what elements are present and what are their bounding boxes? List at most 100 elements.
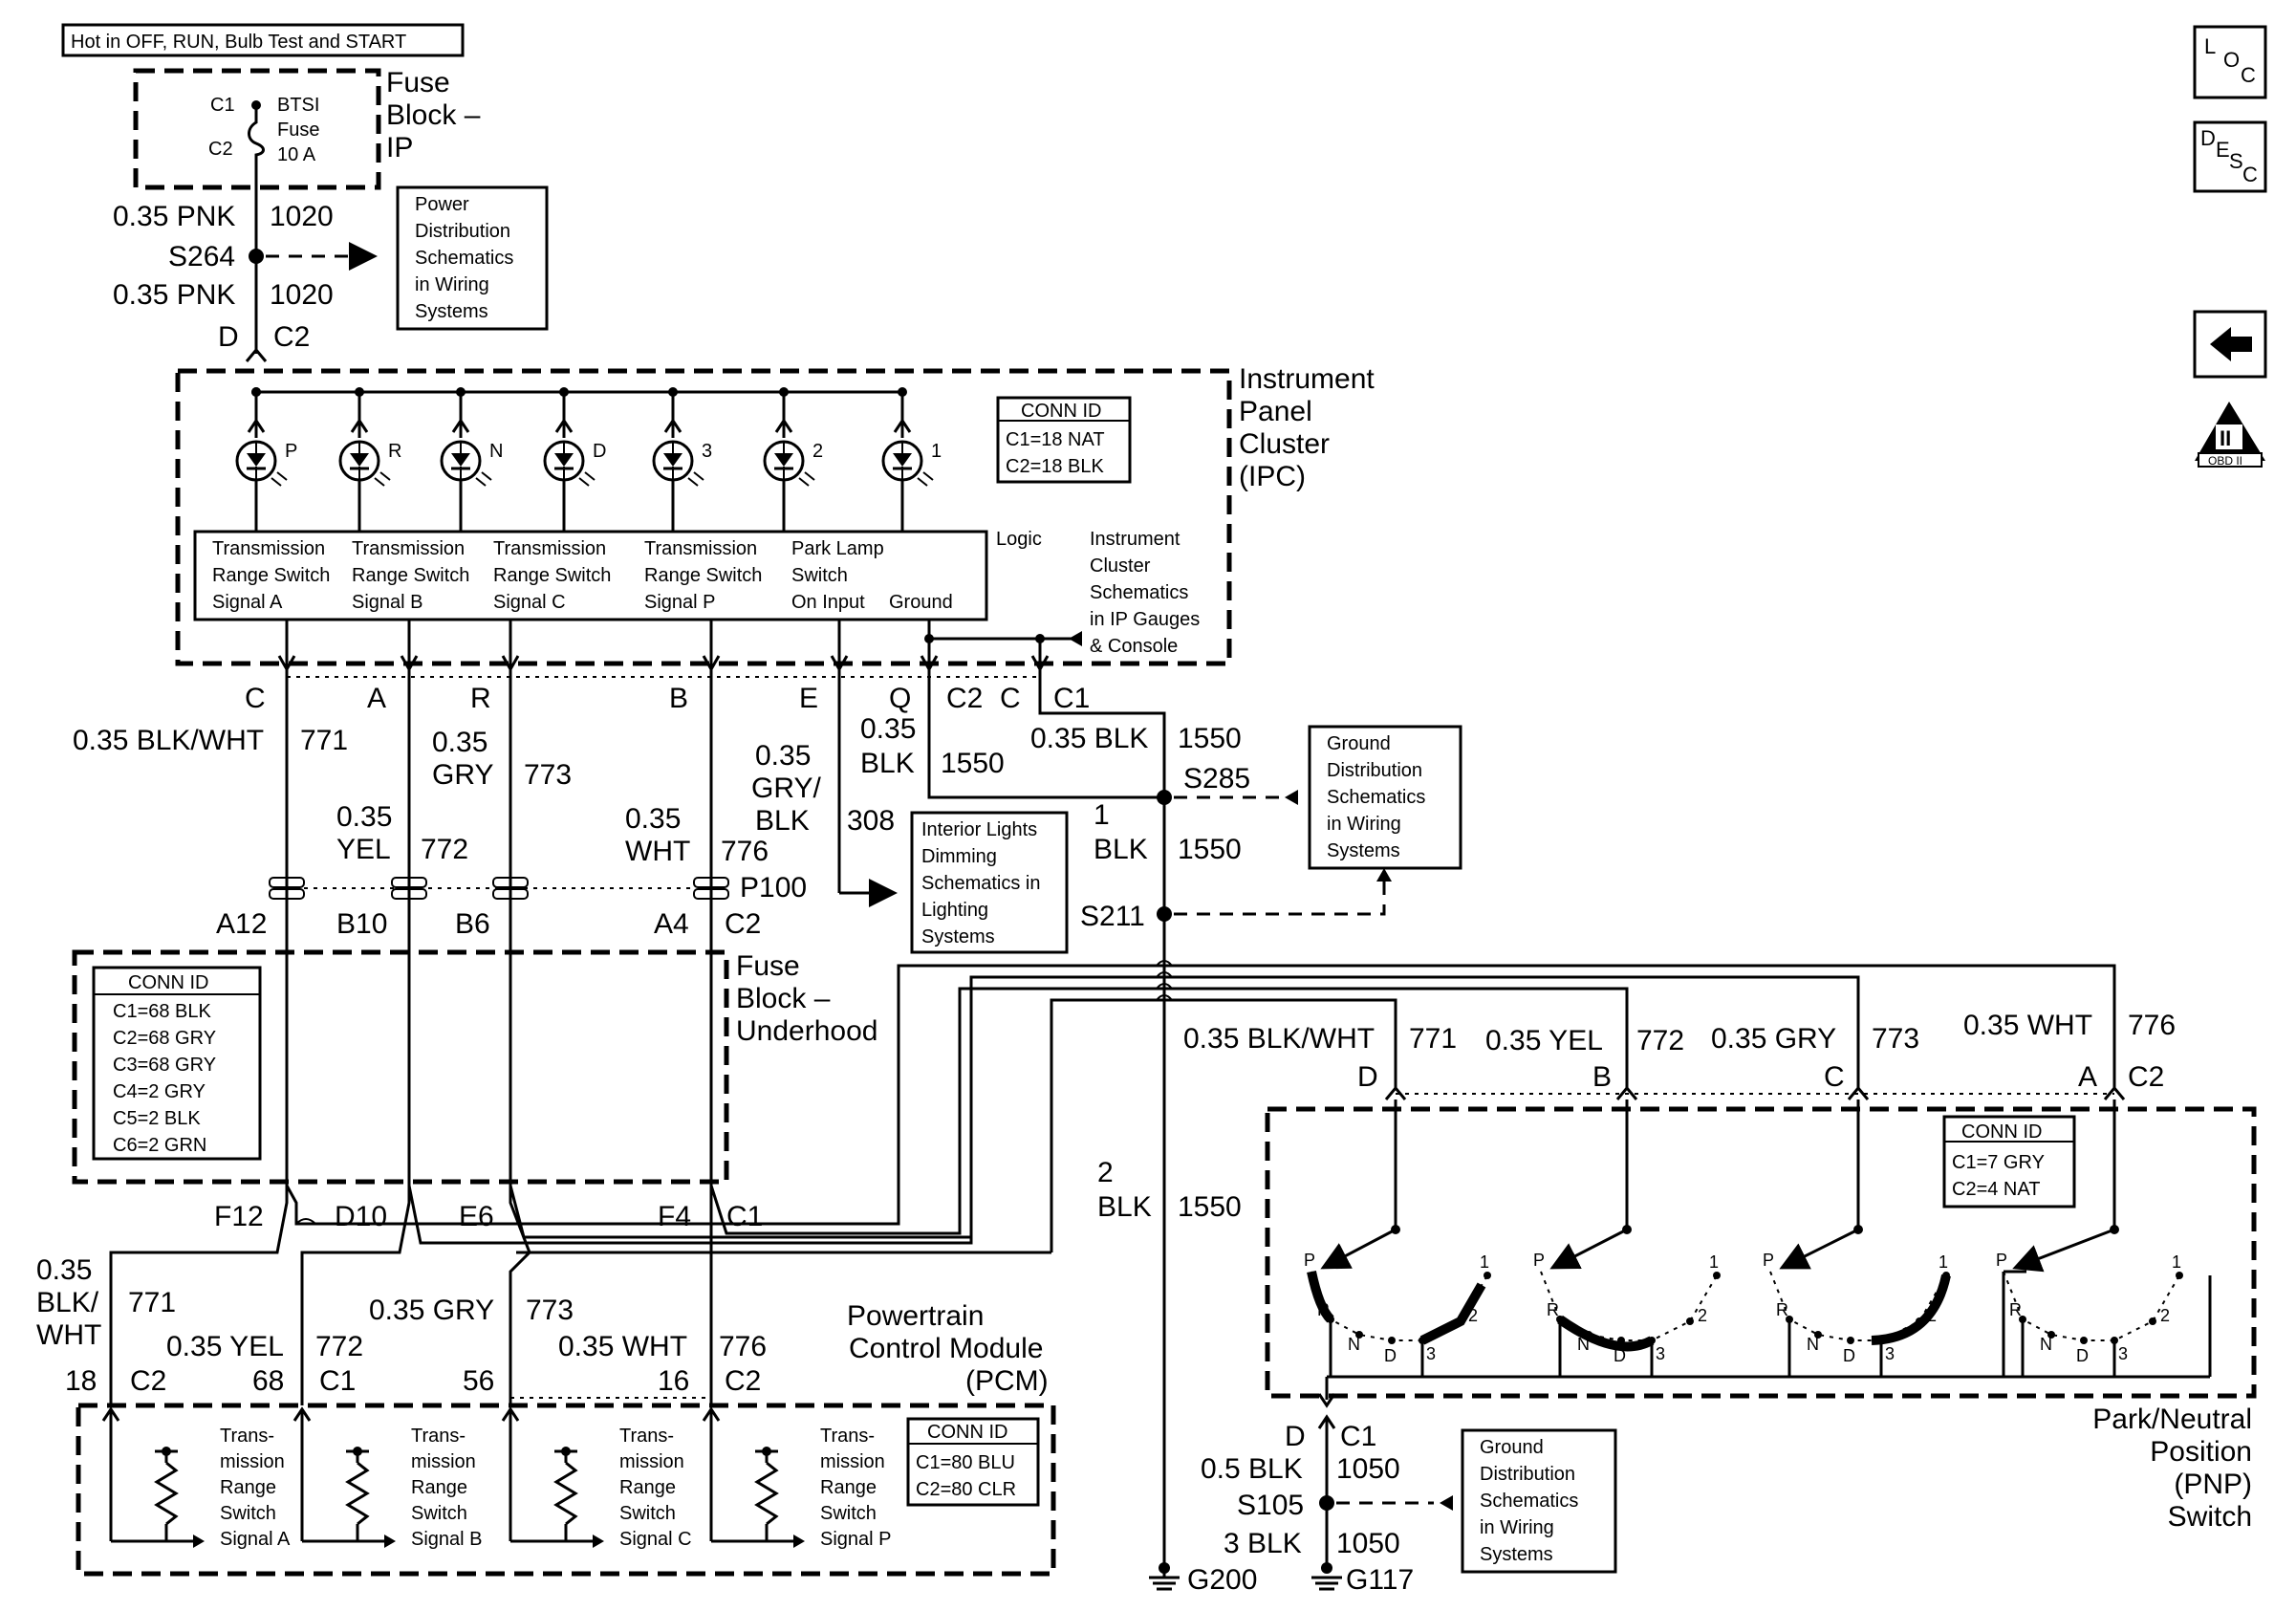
ground-side: 2 BLK 1550 G200 D C1 0.5 BLK 1050 S105 3… <box>1097 1157 1453 1596</box>
svg-text:C1=18 NAT: C1=18 NAT <box>1006 429 1105 450</box>
svg-text:in IP Gauges: in IP Gauges <box>1090 609 1200 630</box>
pcm-conn-id: CONN ID C1=80 BLU C2=80 CLR <box>906 1417 1040 1507</box>
svg-text:B10: B10 <box>336 908 387 940</box>
svg-text:D: D <box>1285 1421 1306 1452</box>
svg-text:Switch: Switch <box>2168 1501 2252 1533</box>
svg-text:771: 771 <box>300 725 348 756</box>
resistor-icon <box>754 1461 779 1526</box>
ground-distribution-link-1[interactable]: Ground Distribution Schematics in Wiring… <box>1308 725 1462 870</box>
pnp-conn-id: CONN ID C1=7 GRY C2=4 NAT <box>1942 1115 2076 1208</box>
loc-button[interactable]: L O C <box>2193 25 2267 99</box>
svg-text:Panel: Panel <box>1239 396 1312 427</box>
svg-text:0.35 BLK/WHT: 0.35 BLK/WHT <box>1183 1023 1375 1055</box>
svg-text:CONN ID: CONN ID <box>927 1422 1007 1443</box>
lamp-P-icon: P <box>235 387 297 532</box>
cluster-schematics-link[interactable]: Instrument Cluster Schematics in IP Gaug… <box>1090 529 1200 657</box>
svg-text:Transmission: Transmission <box>352 538 465 559</box>
svg-text:Systems: Systems <box>1327 840 1400 861</box>
svg-text:Distribution: Distribution <box>1480 1464 1575 1485</box>
desc-button[interactable]: D E S C <box>2193 120 2267 193</box>
pcm-signal-label: Switch <box>619 1503 676 1524</box>
pcm-signal-label: Switch <box>820 1503 877 1524</box>
svg-text:308: 308 <box>847 805 895 837</box>
svg-text:C1: C1 <box>1340 1421 1376 1452</box>
pcm-signal-label: Range <box>411 1477 467 1498</box>
svg-text:Ground: Ground <box>1480 1437 1544 1458</box>
svg-text:C2: C2 <box>130 1365 166 1397</box>
s285-label: S285 <box>1183 763 1250 795</box>
svg-text:Fuse: Fuse <box>277 120 319 141</box>
svg-text:772: 772 <box>315 1331 363 1362</box>
pcm-signal-label: Trans- <box>411 1426 466 1447</box>
svg-text:C3=68 GRY: C3=68 GRY <box>113 1055 216 1076</box>
svg-text:16: 16 <box>658 1365 689 1397</box>
pnp-position-label: P <box>1304 1251 1315 1270</box>
svg-text:Ground: Ground <box>889 592 953 613</box>
power-distribution-link[interactable]: Power Distribution Schematics in Wiring … <box>396 185 549 331</box>
svg-text:IP: IP <box>386 132 413 163</box>
svg-text:0.35: 0.35 <box>860 713 916 745</box>
svg-text:0.35 GRY: 0.35 GRY <box>369 1295 494 1326</box>
svg-text:C: C <box>2241 63 2256 87</box>
svg-text:C2=4 NAT: C2=4 NAT <box>1952 1179 2040 1200</box>
ipc-title: Instrument <box>1239 363 1375 395</box>
logic-inputs: Transmission Range Switch Signal A Trans… <box>212 538 953 613</box>
svg-text:773: 773 <box>1872 1023 1919 1055</box>
svg-text:in Wiring: in Wiring <box>1327 814 1401 835</box>
svg-text:Range Switch: Range Switch <box>212 565 330 586</box>
svg-text:0.35 WHT: 0.35 WHT <box>1963 1010 2092 1041</box>
fuse-block-ip: C1 C2 BTSI Fuse 10 A Fuse Block – IP <box>133 67 481 190</box>
ipc-conn-id: CONN ID C1=18 NAT C2=18 BLK <box>996 396 1132 484</box>
svg-text:C5=2 BLK: C5=2 BLK <box>113 1108 201 1129</box>
svg-text:Power: Power <box>415 194 469 215</box>
svg-text:776: 776 <box>2128 1010 2176 1041</box>
fuse-block-underhood: A12 B10 B6 A4 C2 Fuse Block – Underhood … <box>72 908 877 1232</box>
svg-text:18: 18 <box>65 1365 97 1397</box>
svg-text:0.35: 0.35 <box>625 803 681 835</box>
svg-text:L: L <box>2204 34 2216 58</box>
pcm-signal-label: Range <box>820 1477 877 1498</box>
svg-text:Schematics: Schematics <box>1327 787 1425 808</box>
pnp-position-label: 3 <box>1885 1344 1895 1363</box>
svg-text:0.35: 0.35 <box>432 727 487 758</box>
svg-text:On Input: On Input <box>791 592 865 613</box>
lamp-R-icon: R <box>338 387 401 532</box>
pnp-position-label: N <box>2040 1335 2052 1354</box>
svg-text:Underhood: Underhood <box>736 1015 877 1047</box>
interior-lights-link[interactable]: Interior Lights Dimming Schematics in Li… <box>910 811 1069 954</box>
svg-text:B: B <box>669 683 688 714</box>
lamp-label: 2 <box>812 441 823 462</box>
fuse-icon <box>248 105 265 172</box>
pnp-position-label: 1 <box>1939 1252 1948 1272</box>
svg-text:C1=7 GRY: C1=7 GRY <box>1952 1152 2045 1173</box>
svg-text:Schematics: Schematics <box>1090 582 1188 603</box>
ipc-block: Instrument Panel Cluster (IPC) CONN ID C… <box>175 363 1375 666</box>
svg-text:II: II <box>2220 426 2231 450</box>
s264-splice-icon <box>249 249 264 264</box>
pcm-signal-label: Signal A <box>220 1529 291 1550</box>
pnp-position-label: R <box>1317 1300 1330 1319</box>
svg-text:Park Lamp: Park Lamp <box>791 538 884 559</box>
obd-ii-button[interactable]: II OBD II <box>2195 402 2265 468</box>
pnp-position-label: N <box>1348 1335 1360 1354</box>
svg-text:1050: 1050 <box>1336 1453 1400 1485</box>
svg-text:0.35: 0.35 <box>336 801 392 833</box>
svg-text:Switch: Switch <box>791 565 848 586</box>
svg-text:Signal C: Signal C <box>493 592 566 613</box>
svg-text:1550: 1550 <box>1178 723 1242 754</box>
svg-text:C2: C2 <box>273 321 310 353</box>
svg-text:3 BLK: 3 BLK <box>1224 1528 1302 1559</box>
svg-text:A: A <box>367 683 386 714</box>
pcm-signal-label: mission <box>820 1451 885 1472</box>
svg-text:1050: 1050 <box>1336 1528 1400 1559</box>
svg-text:C: C <box>1824 1061 1845 1093</box>
svg-text:BTSI: BTSI <box>277 95 319 116</box>
s105-label: S105 <box>1237 1490 1304 1521</box>
pnp-position-label: 1 <box>2172 1252 2181 1272</box>
ground-distribution-link-2[interactable]: Ground Distribution Schematics in Wiring… <box>1461 1428 1617 1574</box>
back-button[interactable] <box>2193 310 2267 379</box>
svg-text:A12: A12 <box>216 908 267 940</box>
